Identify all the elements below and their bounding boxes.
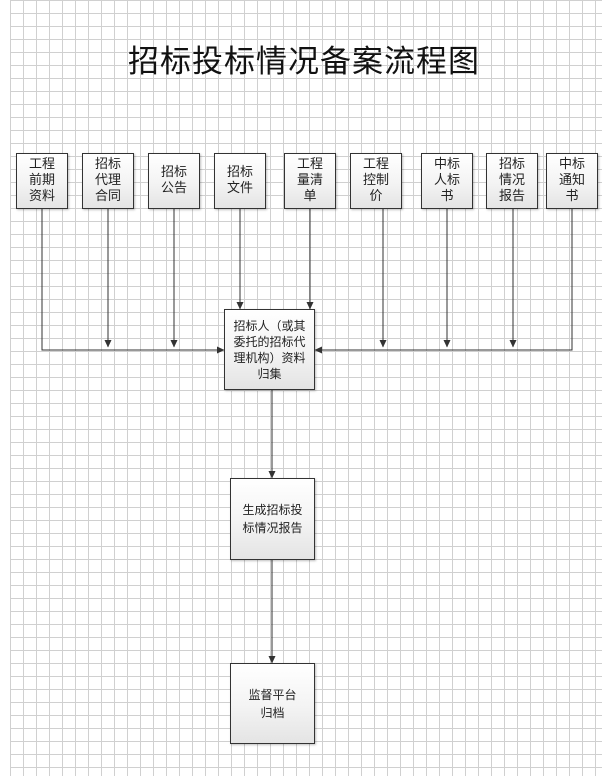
node-label: 招标公告 bbox=[160, 165, 187, 196]
node-label: 监督平台归档 bbox=[248, 687, 297, 720]
node-label: 招标情况报告 bbox=[498, 157, 525, 204]
node-label: 工程量清单 bbox=[296, 157, 323, 204]
node-tender-notice: 招标公告 bbox=[148, 153, 200, 209]
node-label: 中标人标书 bbox=[433, 157, 460, 204]
node-agency-contract: 招标代理合同 bbox=[82, 153, 134, 209]
node-engineering-prelim: 工程前期资料 bbox=[16, 153, 68, 209]
node-collect: 招标人（或其委托的招标代理机构）资料归集 bbox=[224, 309, 315, 390]
node-report: 生成招标投标情况报告 bbox=[230, 478, 315, 560]
node-control-price: 工程控制价 bbox=[350, 153, 402, 209]
diagram-title: 招标投标情况备案流程图 bbox=[128, 44, 480, 80]
connector-right-bus bbox=[314, 209, 573, 354]
node-bill-of-quantities: 工程量清单 bbox=[284, 153, 336, 209]
node-award-notice: 中标通知书 bbox=[546, 153, 598, 209]
node-archive: 监督平台归档 bbox=[230, 663, 315, 744]
node-label: 中标通知书 bbox=[558, 157, 585, 204]
node-label: 招标人（或其委托的招标代理机构）资料归集 bbox=[233, 318, 306, 381]
node-tender-document: 招标文件 bbox=[214, 153, 266, 209]
node-label: 工程控制价 bbox=[362, 157, 389, 204]
node-label: 工程前期资料 bbox=[28, 157, 55, 204]
node-winning-bidder: 中标人标书 bbox=[421, 153, 473, 209]
node-label: 招标文件 bbox=[226, 165, 253, 196]
connector-left-bus bbox=[41, 209, 225, 354]
node-tender-situation-report: 招标情况报告 bbox=[486, 153, 538, 209]
node-label: 生成招标投标情况报告 bbox=[242, 503, 303, 535]
node-label: 招标代理合同 bbox=[94, 157, 121, 204]
